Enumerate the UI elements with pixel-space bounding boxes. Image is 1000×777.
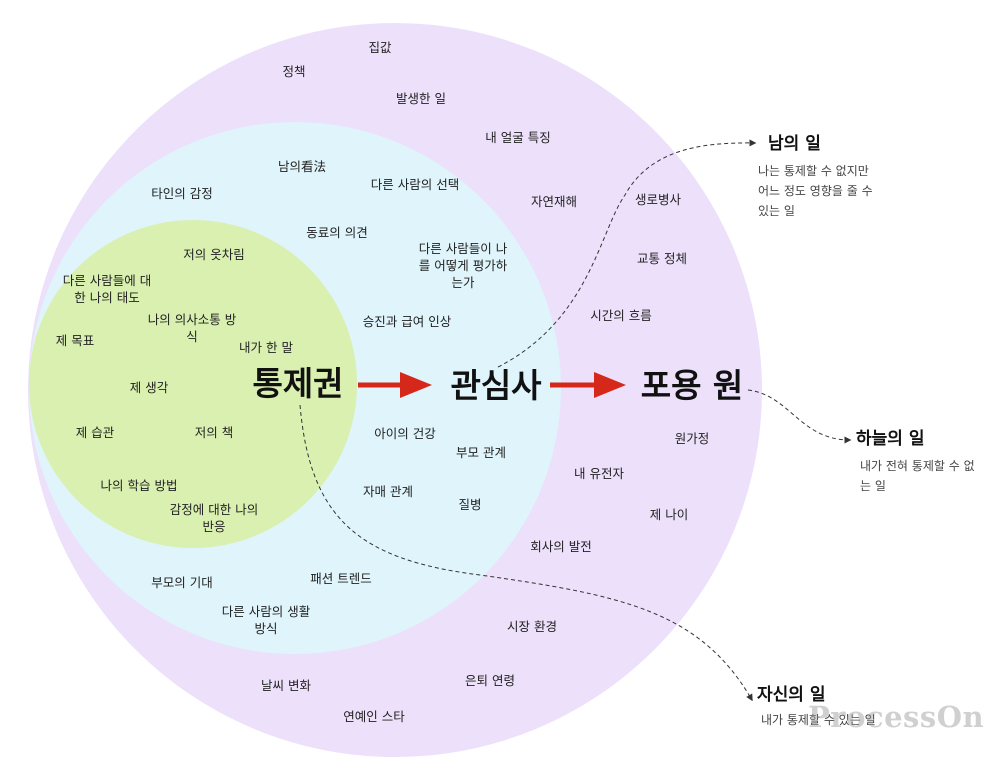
control-zone-title: 통제권 [252, 364, 344, 403]
outer-item: 정책 [282, 64, 306, 79]
middle-item: 다른 사람의 생활 방식 [221, 604, 311, 636]
outer-item: 시장 환경 [507, 619, 557, 634]
connector-concern-to-others [497, 139, 757, 368]
middle-item: 다른 사람들이 나 를 어떻게 평가하 는가 [418, 241, 508, 290]
middle-item: 다른 사람의 선택 [370, 177, 460, 192]
arrow-control-to-concern [358, 372, 432, 398]
middle-item: 부모의 기대 [151, 575, 213, 590]
outer-item: 내 얼굴 특징 [485, 130, 551, 145]
middle-item: 질병 [458, 497, 482, 512]
note-self-title: 자신의 일 [757, 685, 826, 705]
middle-item: 승진과 급여 인상 [362, 314, 452, 329]
inner-item: 나의 학습 방법 [100, 478, 178, 493]
concern-zone-title: 관심사 [450, 366, 542, 405]
inner-item: 감정에 대한 나의 반응 [169, 502, 259, 534]
note-heaven-title: 하늘의 일 [856, 429, 925, 449]
inner-item: 다른 사람들에 대 한 나의 태도 [62, 273, 152, 305]
note-self-desc: 내가 통제할 수 있는 일 [761, 713, 876, 727]
inner-item: 나의 의사소통 방 식 [147, 312, 237, 344]
inner-item: 내가 한 말 [239, 340, 293, 355]
note-heaven-desc: 내가 전혀 통제할 수 없는 일 [860, 459, 975, 493]
outer-item: 내 유전자 [574, 466, 624, 481]
outer-item: 연예인 스타 [343, 709, 405, 724]
outer-item: 교통 정체 [637, 251, 687, 266]
middle-item: 동료의 의견 [306, 225, 368, 240]
middle-item: 자매 관계 [363, 484, 413, 499]
connector-acceptance-to-heaven [747, 389, 852, 444]
middle-item: 타인의 감정 [151, 186, 213, 201]
inner-item: 제 생각 [129, 380, 169, 395]
inner-item: 제 목표 [55, 333, 95, 348]
connector-control-to-self [299, 404, 753, 702]
middle-item: 패션 트렌드 [310, 571, 372, 586]
middle-item: 아이의 건강 [374, 426, 436, 441]
acceptance-zone-title: 포용 원 [640, 366, 744, 405]
inner-item: 제 습관 [75, 425, 115, 440]
outer-item: 은퇴 연령 [465, 673, 515, 688]
arrow-concern-to-acceptance [550, 372, 626, 398]
outer-item: 회사의 발전 [530, 539, 592, 554]
note-others-desc: 나는 통제할 수 없지만 어느 정도 영향을 줄 수 있는 일 [758, 164, 873, 218]
watermark-logo: ProcessOn [808, 700, 985, 734]
outer-item: 집값 [368, 40, 392, 55]
outer-item: 원가정 [674, 431, 710, 446]
outer-item: 자연재해 [530, 194, 578, 209]
control-circle [29, 220, 357, 548]
note-others-title: 남의 일 [768, 134, 821, 154]
outer-item: 날씨 변화 [261, 678, 311, 693]
middle-item: 남의看法 [277, 159, 327, 174]
middle-item: 부모 관계 [456, 445, 506, 460]
outer-item: 시간의 흐름 [590, 308, 652, 323]
inner-item: 저의 책 [194, 425, 234, 440]
outer-item: 생로병사 [634, 192, 682, 207]
outer-item: 제 나이 [649, 507, 689, 522]
inner-item: 저의 옷차림 [183, 247, 245, 262]
outer-item: 발생한 일 [396, 91, 446, 106]
